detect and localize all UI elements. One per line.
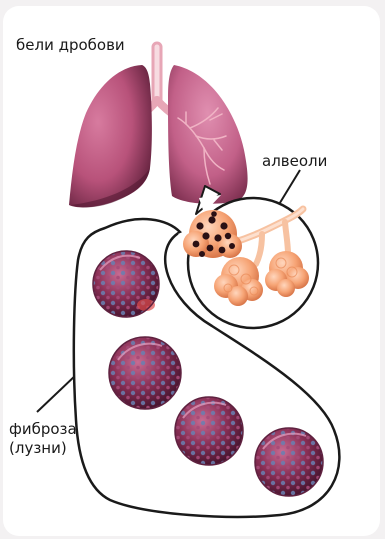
fibrotic-alveolus <box>93 251 159 317</box>
fibrosis-label: фиброза (лузни) <box>9 420 77 458</box>
fibrosis-label-line2: (лузни) <box>9 439 77 458</box>
fibrotic-alveolus <box>109 337 181 409</box>
fibrosis-label-line1: фиброза <box>9 420 77 439</box>
lungs-label: бели дробови <box>16 36 125 55</box>
fibrotic-alveolus <box>255 428 323 496</box>
fibrotic-alveolus <box>175 397 243 465</box>
alveoli-label: алвеоли <box>262 152 327 171</box>
